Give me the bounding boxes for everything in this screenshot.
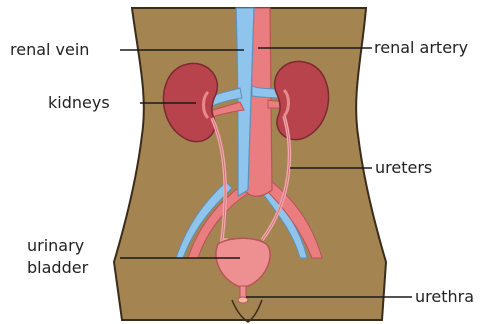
label-kidneys: kidneys bbox=[48, 93, 110, 112]
label-renal-vein: renal vein bbox=[10, 40, 89, 59]
label-urethra: urethra bbox=[415, 287, 474, 306]
label-renal-artery: renal artery bbox=[374, 38, 468, 57]
label-bladder: bladder bbox=[27, 258, 89, 277]
urethra-opening bbox=[238, 297, 248, 303]
label-urinary: urinary bbox=[27, 236, 84, 255]
label-ureters: ureters bbox=[375, 158, 432, 177]
